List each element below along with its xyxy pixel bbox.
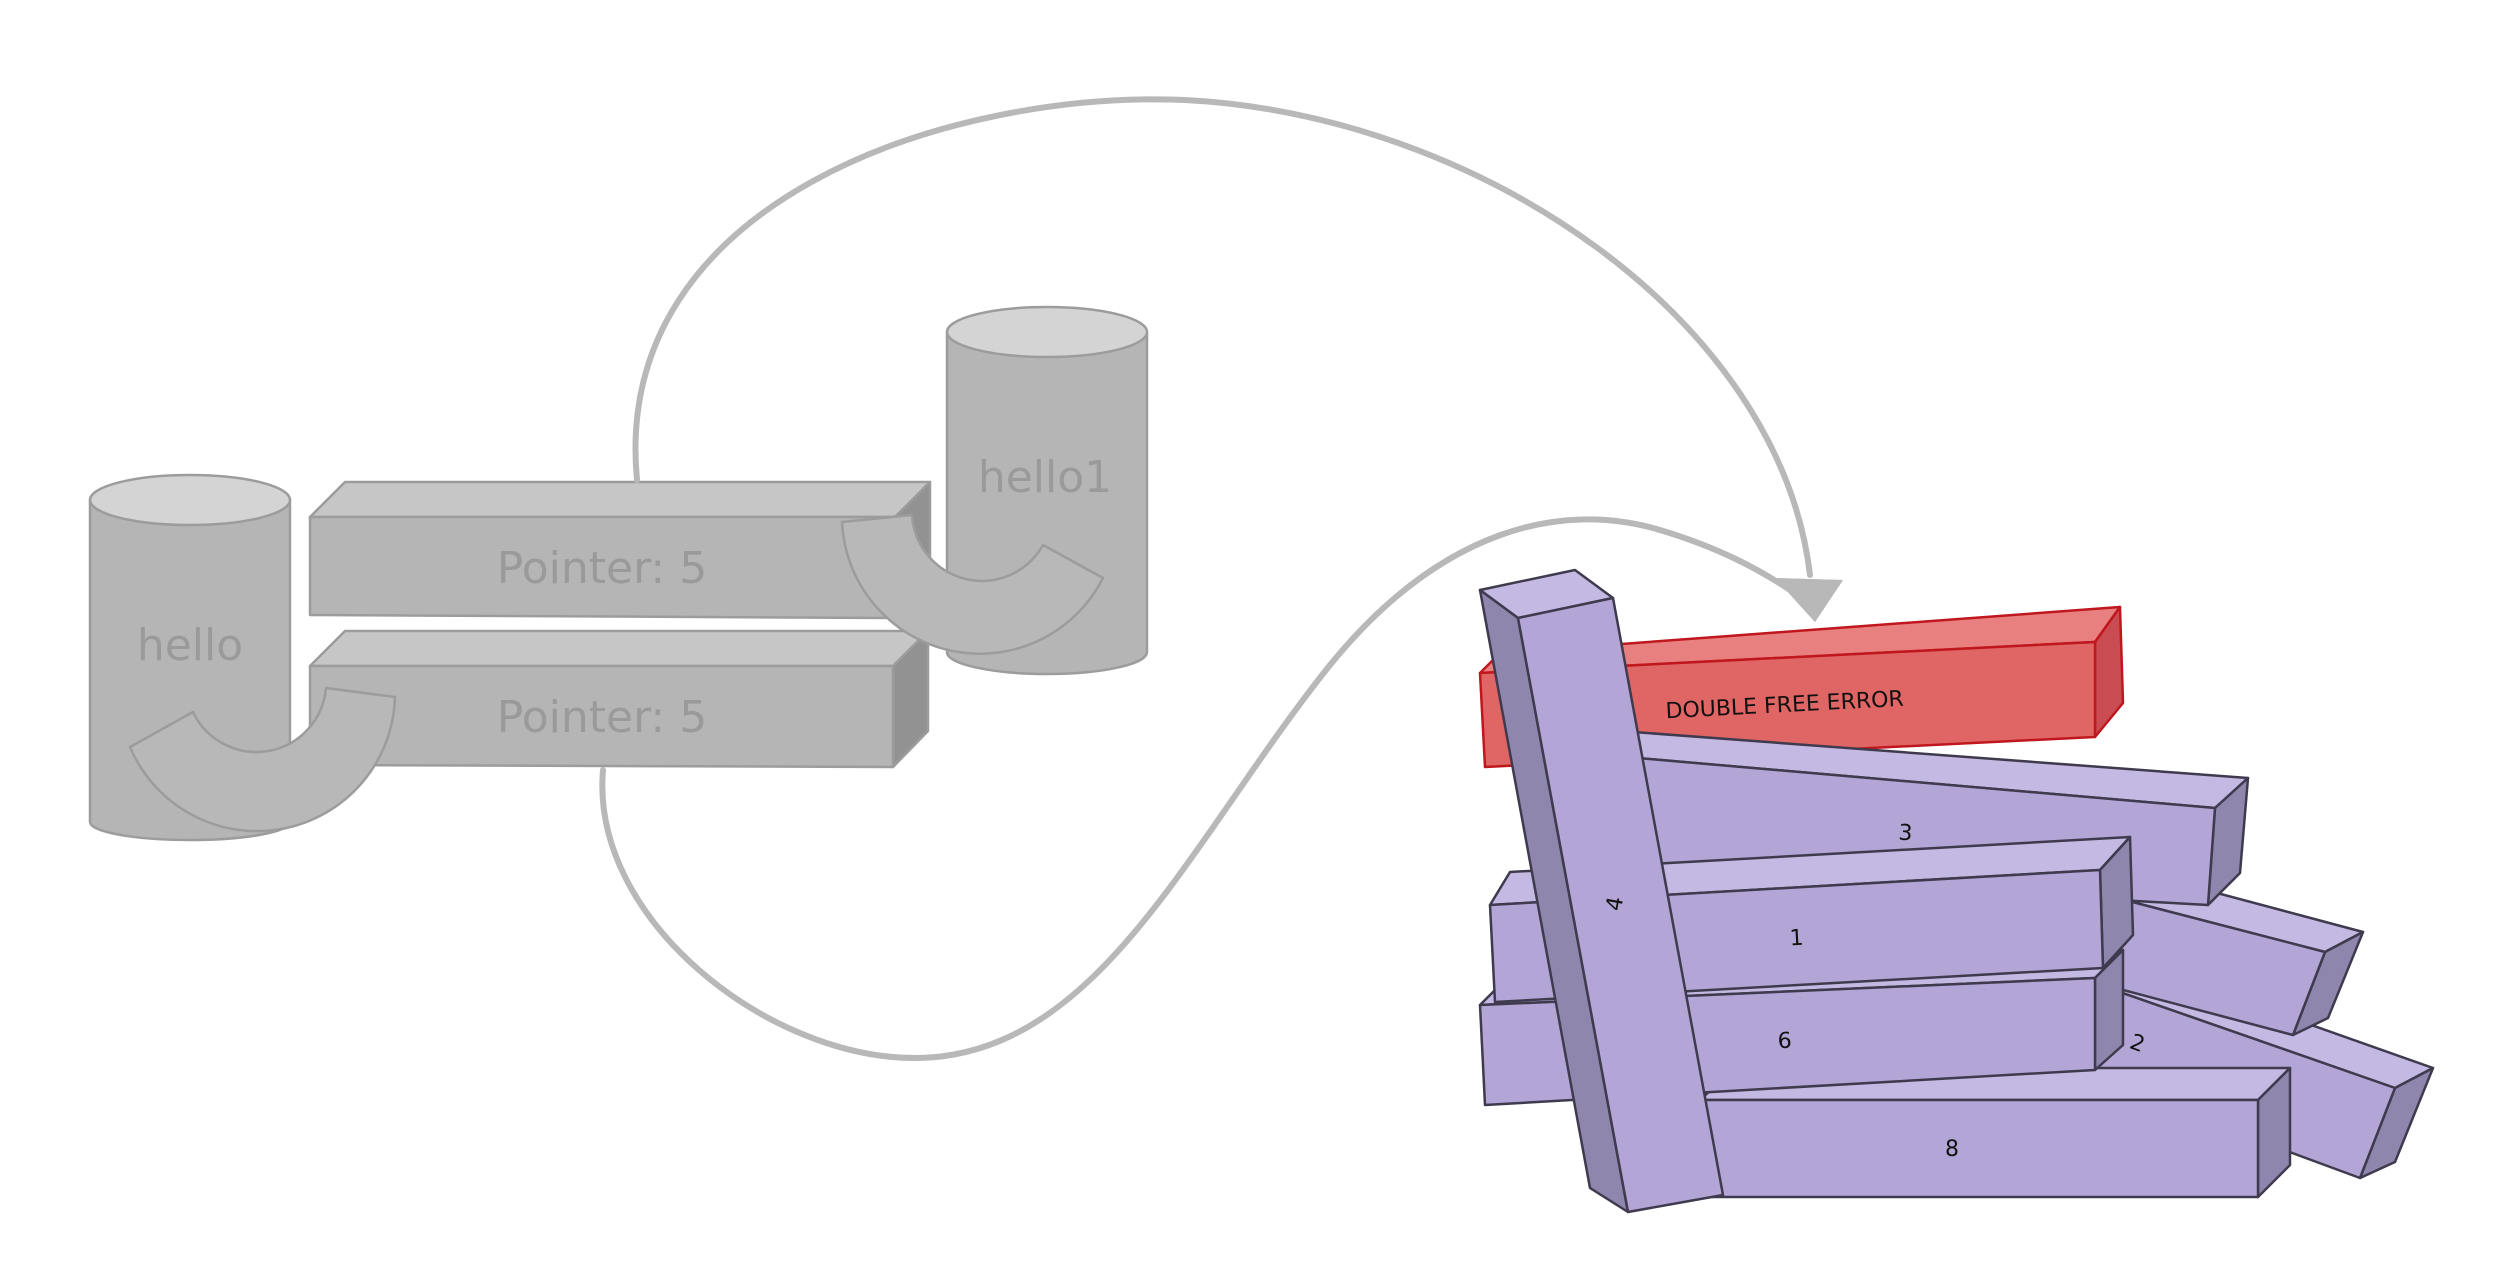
heap-block-6-label: 6 bbox=[1777, 1029, 1792, 1055]
pointer-lower-label: Pointer: 5 bbox=[497, 692, 707, 743]
heap-block-1-label: 1 bbox=[1789, 926, 1804, 952]
pointer-link-arc-right bbox=[840, 513, 1105, 655]
pointer-link-arc-left bbox=[128, 686, 397, 833]
heap-block-4-label: 4 bbox=[1602, 895, 1629, 913]
pointer-upper-label: Pointer: 5 bbox=[497, 543, 707, 594]
cylinder-hello-label: hello bbox=[137, 620, 243, 671]
heap-block-3-label: 3 bbox=[1898, 821, 1914, 847]
heap-block-8-label: 8 bbox=[1945, 1137, 1959, 1162]
cylinder-hello1-label: hello1 bbox=[978, 452, 1112, 503]
arrowhead-lower bbox=[1775, 578, 1843, 622]
pointer-box-lower: Pointer: 5 bbox=[308, 629, 930, 769]
pointer-box-upper: Pointer: 5 bbox=[308, 480, 932, 620]
heap-block-4[interactable]: 4 bbox=[1478, 568, 1725, 1214]
arrow-lower-pointer-to-heap bbox=[599, 516, 1843, 1062]
